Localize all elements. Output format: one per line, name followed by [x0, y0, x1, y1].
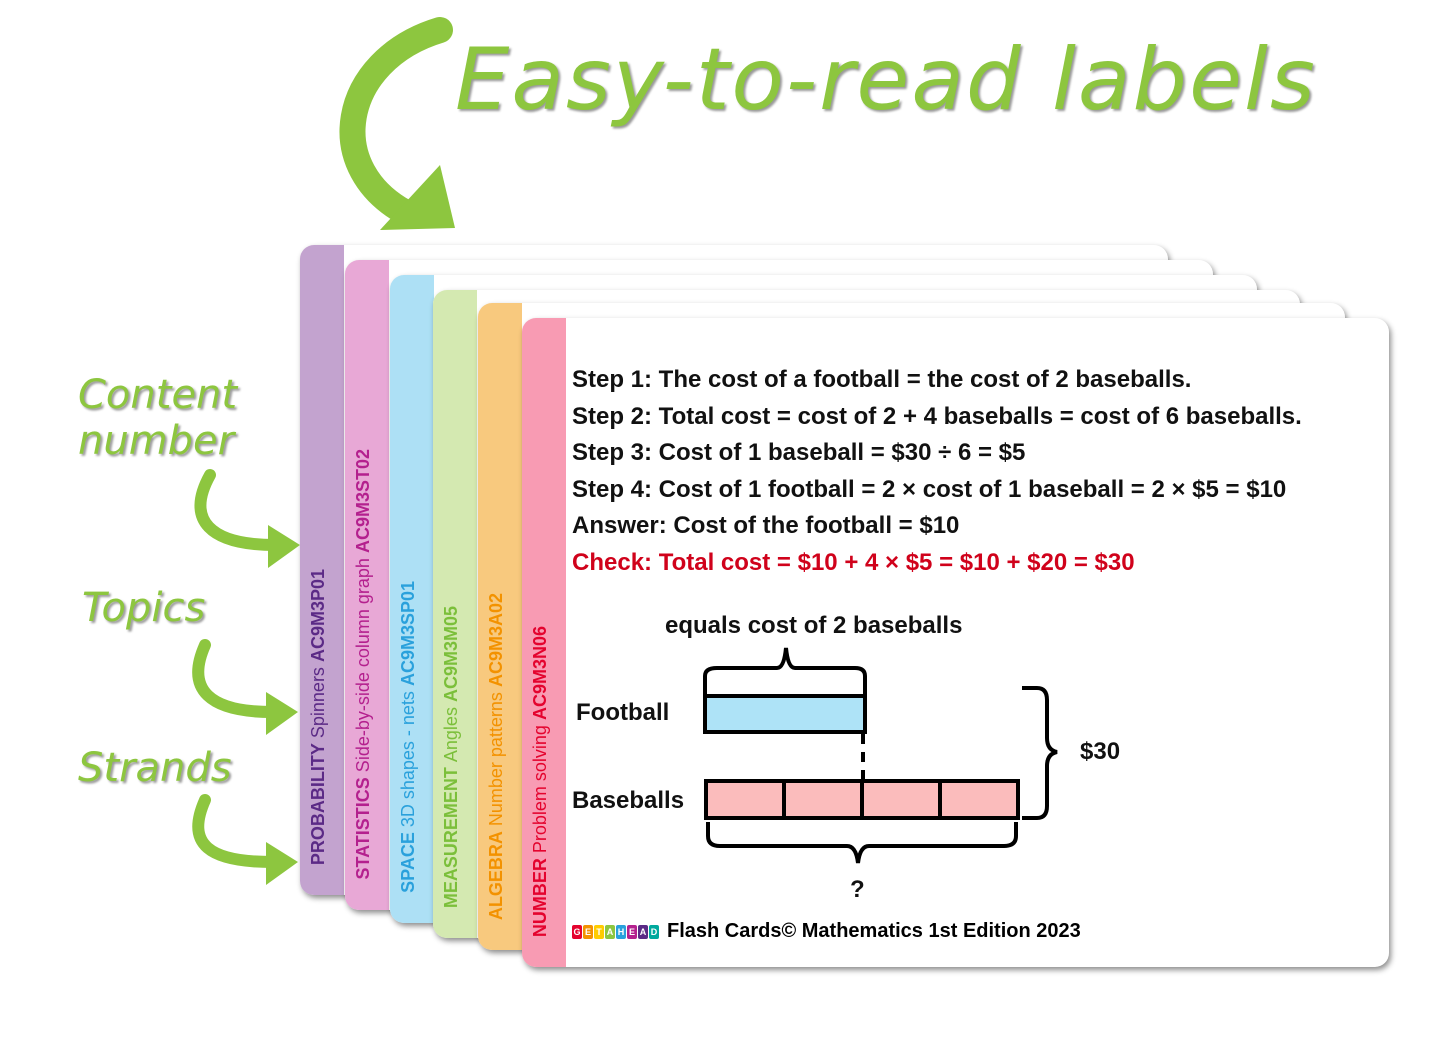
baseballs-label: Baseballs: [572, 787, 685, 814]
step-1: Step 1: The cost of a football = the cos…: [572, 366, 1192, 393]
annotation-strands: Strands: [78, 745, 232, 791]
arrow-icon: [192, 639, 278, 718]
logo-letter: G: [572, 924, 582, 939]
footer-text: Flash Cards© Mathematics 1st Edition 202…: [667, 920, 1081, 942]
front-flash-card: NUMBER Problem solving AC9M3N06 Step 1: …: [522, 318, 1389, 967]
total-label: $30: [1080, 738, 1121, 765]
card-label: ALGEBRA Number patterns AC9M3A02: [486, 592, 506, 920]
logo-letter: E: [627, 924, 637, 939]
answer: Answer: Cost of the football = $10: [572, 512, 960, 539]
card-stripe: SPACE 3D shapes - nets AC9M3SP01: [390, 275, 434, 923]
card-stripe: MEASUREMENT Angles AC9M3M05: [433, 290, 477, 938]
step-2: Step 2: Total cost = cost of 2 + 4 baseb…: [572, 402, 1302, 430]
card-label: SPACE 3D shapes - nets AC9M3SP01: [398, 581, 418, 893]
card-stripe: ALGEBRA Number patterns AC9M3A02: [478, 303, 522, 950]
step-3: Step 3: Cost of 1 baseball = $30 ÷ 6 = $…: [572, 439, 1026, 466]
bottom-brace: [706, 822, 1018, 864]
logo-letter: T: [594, 924, 604, 939]
logo-letter: A: [605, 924, 615, 939]
card-stripe: PROBABILITY Spinners AC9M3P01: [300, 245, 344, 895]
football-bar: [703, 694, 867, 734]
logo-letter: H: [616, 924, 626, 939]
annotation-topics: Topics: [82, 585, 206, 631]
arrow-icon: [194, 469, 281, 551]
check-line: Check: Total cost = $10 + 4 × $5 = $10 +…: [572, 548, 1135, 576]
bar-model-diagram: [703, 647, 1058, 864]
right-brace: [1022, 686, 1058, 820]
headline: Easy-to-read labels: [455, 30, 1317, 130]
solution-steps: Step 1: The cost of a football = the cos…: [572, 362, 1302, 581]
big-arrow-icon: [339, 17, 453, 228]
logo-letter: E: [583, 924, 593, 939]
step-4: Step 4: Cost of 1 football = 2 × cost of…: [572, 475, 1287, 503]
top-brace: [703, 647, 867, 696]
card-stripe: STATISTICS Side-by-side column graph AC9…: [345, 260, 389, 910]
card-stripe: NUMBER Problem solving AC9M3N06: [522, 318, 566, 967]
football-label: Football: [576, 699, 670, 726]
card-label: MEASUREMENT Angles AC9M3M05: [441, 605, 461, 908]
logo-letter: D: [649, 924, 659, 939]
arrow-icon: [192, 794, 278, 868]
brace-label: equals cost of 2 baseballs: [665, 612, 963, 639]
unknown-label: ?: [850, 876, 865, 903]
logo-letter: A: [638, 924, 648, 939]
card-label: STATISTICS Side-by-side column graph AC9…: [353, 449, 373, 880]
card-label: PROBABILITY Spinners AC9M3P01: [308, 568, 328, 865]
